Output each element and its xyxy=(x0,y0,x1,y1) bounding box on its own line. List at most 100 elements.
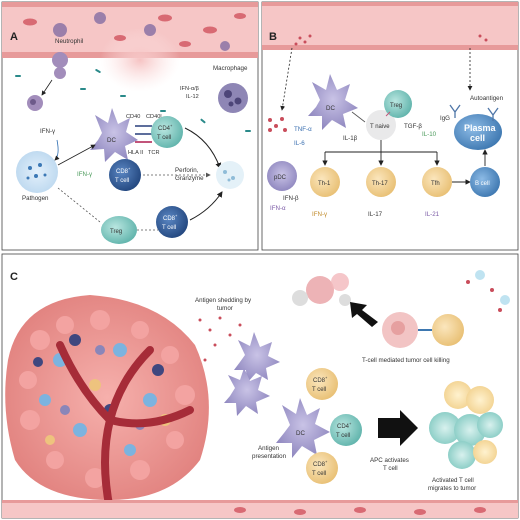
cd8-t-cell-a: CD8+ T cell xyxy=(109,159,141,191)
ap-label-1: Antigen xyxy=(258,445,280,452)
tcell-label-c1: T cell xyxy=(312,387,326,393)
apc-label-2: T cell xyxy=(383,465,398,472)
tcr-label: TCR xyxy=(148,150,160,156)
svg-text:CD8+: CD8+ xyxy=(313,459,328,468)
il12-label: IL-12 xyxy=(186,94,199,100)
killer-t-cell xyxy=(432,314,464,346)
panel-a: A Neutrophil Macrophage IFN-α/β IL-12 DC xyxy=(1,1,259,251)
neutrophil-left xyxy=(27,95,43,111)
infected-target-a xyxy=(216,161,244,189)
perforin-label: Perforin, xyxy=(175,167,199,174)
th17-label: Th-17 xyxy=(372,181,388,187)
cd40-label: CD40 xyxy=(126,114,140,120)
th1-cell: Th-1 xyxy=(310,167,340,197)
panel-a-label: A xyxy=(10,31,18,43)
antibody-icon xyxy=(449,104,499,121)
treg-label-b: Treg xyxy=(390,103,402,109)
tumor-mass xyxy=(5,295,209,514)
ifn-g-label-1: IFN-γ xyxy=(40,128,56,135)
tumor-vessel xyxy=(56,341,194,514)
cd4-sup-a: + xyxy=(170,123,173,128)
tfh-label: Tfh xyxy=(431,181,440,187)
antigen-particles-right xyxy=(466,280,502,312)
activated-label-1: Activated T cell xyxy=(432,477,474,484)
il10-label: IL-10 xyxy=(422,131,437,138)
killing-arrow xyxy=(350,302,378,327)
dendritic-cell-a: DC xyxy=(90,108,138,162)
cd8-sup-b: + xyxy=(175,213,178,218)
svg-text:CD4+: CD4+ xyxy=(337,421,352,430)
cd40l-label: CD40L xyxy=(146,114,163,120)
blood-vessel-c xyxy=(2,500,518,518)
macrophage-label: Macrophage xyxy=(213,65,248,72)
ifn-g-label-2: IFN-γ xyxy=(77,171,93,178)
dendritic-cell-c-main: DC xyxy=(276,398,330,458)
panel-b: B DC TNF-α IL-6 IL-1β T naive Treg TGF-β… xyxy=(261,1,519,251)
ifn-ab-label: IFN-α/β xyxy=(180,86,199,92)
tcell-label-c: T cell xyxy=(336,433,350,439)
t-naive-label: T naive xyxy=(370,124,390,130)
ifnb-label: IFN-β xyxy=(283,195,299,202)
cd8-label-c2: CD8 xyxy=(313,462,326,468)
autoantigen-label: Autoantigen xyxy=(470,95,504,102)
panel-b-label: B xyxy=(269,31,277,43)
plasma-label-1: Plasma xyxy=(464,123,497,133)
dc-label-c: DC xyxy=(296,430,305,437)
il6-label: IL-6 xyxy=(294,140,305,147)
activation-arrow xyxy=(378,410,418,446)
treg-cell-a: Treg xyxy=(101,216,137,244)
tfh-cell: Tfh xyxy=(422,167,452,197)
dc-label-a: DC xyxy=(107,137,116,144)
cd8-t-cell-c1: CD8+ T cell xyxy=(306,368,338,400)
th1-label: Th-1 xyxy=(318,181,331,187)
t-naive-cell: T naive xyxy=(366,110,396,140)
cd8-sup-c2: + xyxy=(325,459,328,464)
pdc-cell: pDC xyxy=(267,161,297,191)
il1b-label: IL-1β xyxy=(343,135,358,142)
il17-label: IL-17 xyxy=(368,211,383,218)
activated-t-cells xyxy=(429,381,503,469)
cd8-label-c1: CD8 xyxy=(313,378,326,384)
cd8-label-b: CD8 xyxy=(163,216,176,222)
bcell-label: B cell xyxy=(475,181,490,187)
panel-c-label: C xyxy=(10,271,18,283)
ap-label-2: presentation xyxy=(252,453,287,460)
cd8-t-cell-c2: CD8+ T cell xyxy=(306,452,338,484)
killing-label: T-cell mediated tumor cell killing xyxy=(362,357,450,364)
activated-label-2: migrates to tumor xyxy=(428,485,476,492)
cd8-t-cell-b: CD8+ T cell xyxy=(156,206,188,238)
tcell-label-a: T cell xyxy=(157,135,171,141)
cd8-label-a: CD8 xyxy=(116,169,129,175)
cd8-sup-c1: + xyxy=(325,375,328,380)
igg-label: IgG xyxy=(440,115,450,122)
tcell-label-c2: T cell xyxy=(312,471,326,477)
shedding-label-1: Antigen shedding by xyxy=(195,297,252,304)
svg-text:CD4+: CD4+ xyxy=(158,123,173,132)
treg-label-a: Treg xyxy=(110,229,122,235)
cd8-sup-a: + xyxy=(128,166,131,171)
tcell-label-cd8a: T cell xyxy=(115,178,129,184)
apc-label-1: APC activates xyxy=(370,457,409,464)
cd4-t-cell-a: CD4+ T cell xyxy=(151,116,183,148)
il21-label: IL-21 xyxy=(425,211,440,218)
dc-label-b: DC xyxy=(326,105,335,112)
th17-cell: Th-17 xyxy=(366,167,396,197)
tnf-label: TNF-α xyxy=(294,126,312,133)
pdc-label: pDC xyxy=(274,175,287,181)
blood-vessel-b xyxy=(262,2,518,50)
neutrophil-label: Neutrophil xyxy=(55,38,83,45)
ifna-label: IFN-α xyxy=(270,205,286,212)
svg-text:CD8+: CD8+ xyxy=(163,213,178,222)
shedding-label-2: tumor xyxy=(217,305,233,312)
svg-text:CD8+: CD8+ xyxy=(116,166,131,175)
tumor-cell-fragments xyxy=(292,273,351,306)
b-cell: B cell xyxy=(470,167,500,197)
pathogen: Pathogen xyxy=(16,151,58,202)
ifng-b-label: IFN-γ xyxy=(312,211,328,218)
cd4-label-c: CD4 xyxy=(337,424,350,430)
pathogen-label: Pathogen xyxy=(22,195,49,202)
tumor-cell-killed xyxy=(382,312,418,348)
panel-c: C Antigen shedding by tumor xyxy=(1,253,519,519)
tgf-label: TGF-β xyxy=(404,123,422,130)
